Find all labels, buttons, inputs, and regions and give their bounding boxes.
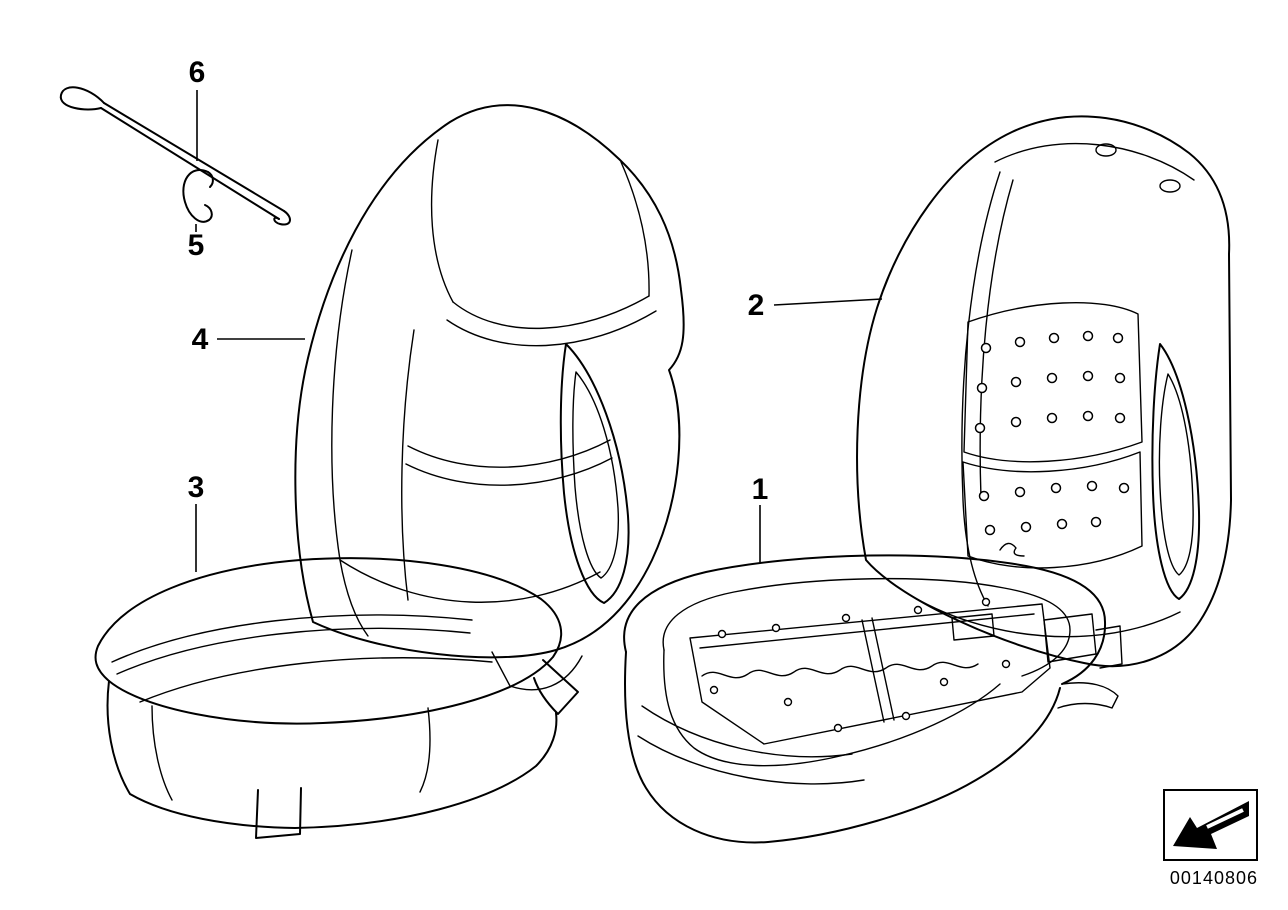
callout-label-1[interactable]: 1 bbox=[751, 473, 769, 506]
callout-label-3[interactable]: 3 bbox=[187, 471, 205, 504]
document-number: 00140806 bbox=[1169, 868, 1258, 888]
tool-rod-drawing bbox=[59, 86, 291, 226]
cushion-cover-drawing bbox=[94, 557, 579, 839]
callout-label-2[interactable]: 2 bbox=[747, 289, 765, 322]
callout-label-6[interactable]: 6 bbox=[188, 56, 206, 89]
callout-label-4[interactable]: 4 bbox=[191, 323, 209, 356]
backrest-cover-drawing bbox=[294, 104, 685, 691]
seat-frame-drawing bbox=[623, 554, 1123, 844]
arrow-down-left-icon bbox=[1173, 801, 1249, 849]
view-direction-box bbox=[1163, 789, 1258, 861]
backrest-pad-drawing bbox=[856, 115, 1232, 667]
callout-leader-lines bbox=[195, 90, 883, 572]
retaining-clip-drawing bbox=[182, 169, 214, 223]
callout-label-5[interactable]: 5 bbox=[187, 229, 205, 262]
